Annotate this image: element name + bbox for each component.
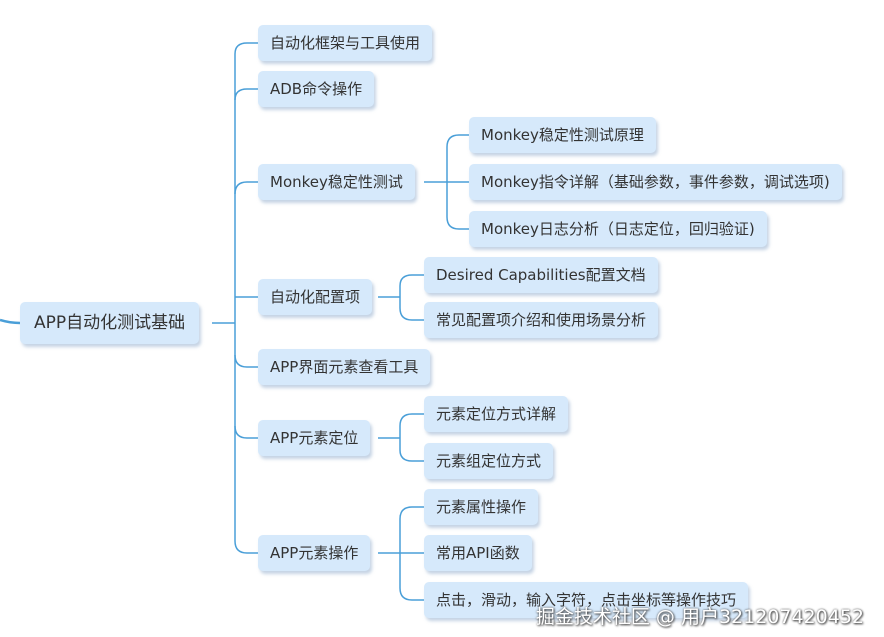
branch-node-framework[interactable]: 自动化框架与工具使用 — [258, 25, 433, 61]
trunk-line — [234, 42, 258, 554]
leaf-label: 常见配置项介绍和使用场景分析 — [436, 311, 647, 329]
root-node[interactable]: APP自动化测试基础 — [20, 302, 200, 344]
branch-node-adb[interactable]: ADB命令操作 — [258, 71, 375, 107]
leaf-node-locate-methods[interactable]: 元素定位方式详解 — [424, 396, 569, 432]
leaf-label: 常用API函数 — [436, 544, 520, 562]
branch-node-viewer[interactable]: APP界面元素查看工具 — [258, 349, 431, 385]
leaf-node-desired-capabilities[interactable]: Desired Capabilities配置文档 — [424, 257, 658, 293]
branch-node-config[interactable]: 自动化配置项 — [258, 279, 373, 315]
leaf-node-operation-tips[interactable]: 点击，滑动，输入字符，点击坐标等操作技巧 — [424, 582, 749, 618]
leaf-label: 元素定位方式详解 — [436, 405, 557, 423]
leaf-label: 元素属性操作 — [436, 498, 527, 516]
leaf-node-monkey-principle[interactable]: Monkey稳定性测试原理 — [469, 117, 656, 153]
locate-children-links — [378, 413, 424, 462]
leaf-node-common-config[interactable]: 常见配置项介绍和使用场景分析 — [424, 302, 659, 338]
branch-label: APP界面元素查看工具 — [270, 358, 419, 376]
monkey-children-links — [424, 134, 469, 230]
leaf-node-monkey-logs[interactable]: Monkey日志分析（日志定位，回归验证) — [469, 211, 767, 247]
branch-label: APP元素操作 — [270, 544, 359, 562]
link-viewer — [234, 354, 258, 368]
link-adb — [234, 88, 258, 101]
link-monkey — [234, 181, 258, 195]
leaf-label: Monkey指令详解（基础参数，事件参数，调试选项) — [481, 173, 830, 191]
leaf-label: Monkey日志分析（日志定位，回归验证) — [481, 220, 755, 238]
branch-label: 自动化配置项 — [270, 288, 361, 306]
branch-label: Monkey稳定性测试 — [270, 173, 403, 191]
watermark: 掘金技术社区 @ 用户3212074204​52 — [535, 606, 864, 628]
root-link — [0, 318, 21, 325]
branch-node-monkey[interactable]: Monkey稳定性测试 — [258, 164, 415, 200]
operate-children-links — [378, 506, 424, 601]
leaf-label: Monkey稳定性测试原理 — [481, 126, 644, 144]
config-children-links — [378, 274, 424, 321]
leaf-node-attributes[interactable]: 元素属性操作 — [424, 489, 539, 525]
branch-label: ADB命令操作 — [270, 80, 363, 98]
branch-node-operate[interactable]: APP元素操作 — [258, 535, 371, 571]
link-locate — [234, 425, 258, 439]
branch-label: APP元素定位 — [270, 429, 359, 447]
branch-node-locate[interactable]: APP元素定位 — [258, 420, 371, 456]
leaf-node-monkey-commands[interactable]: Monkey指令详解（基础参数，事件参数，调试选项) — [469, 164, 842, 200]
leaf-node-group-locate[interactable]: 元素组定位方式 — [424, 443, 554, 479]
leaf-label: Desired Capabilities配置文档 — [436, 266, 646, 284]
leaf-label: 元素组定位方式 — [436, 452, 542, 470]
branch-label: 自动化框架与工具使用 — [270, 34, 421, 52]
leaf-label: 点击，滑动，输入字符，点击坐标等操作技巧 — [436, 591, 737, 609]
leaf-node-api-functions[interactable]: 常用API函数 — [424, 535, 532, 571]
root-label: APP自动化测试基础 — [34, 313, 186, 333]
